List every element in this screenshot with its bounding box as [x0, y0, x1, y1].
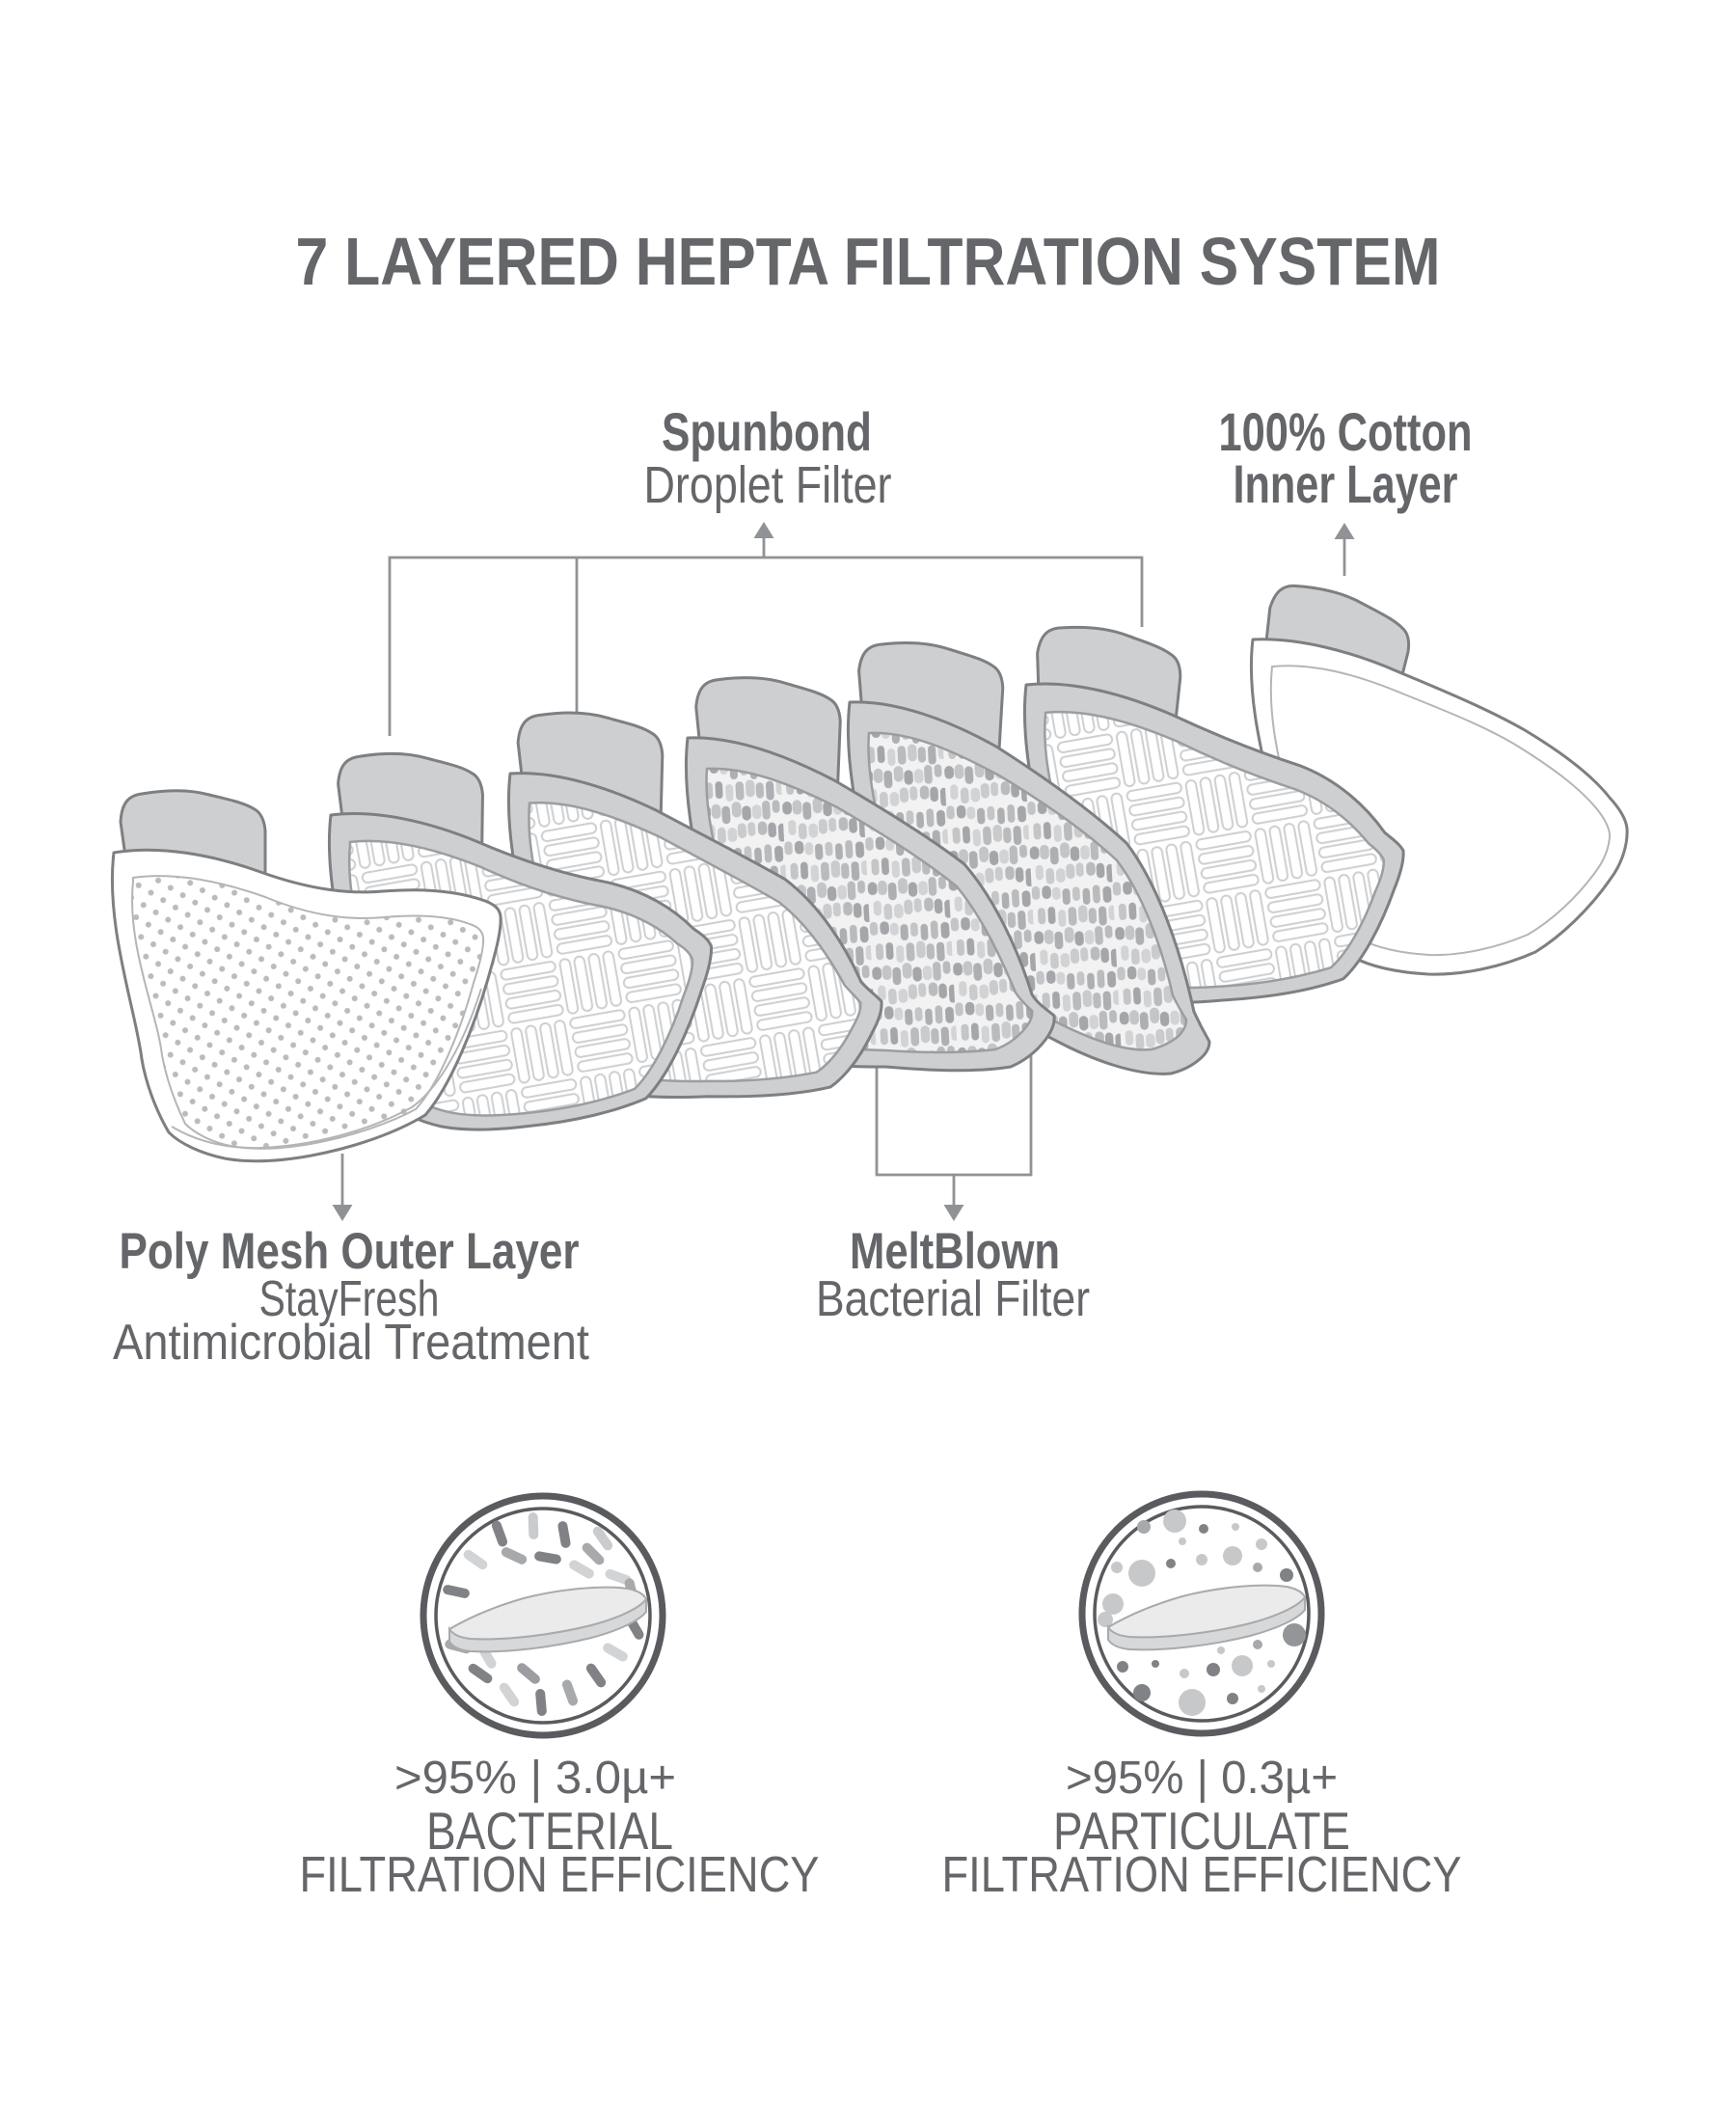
- svg-text:Droplet Filter: Droplet Filter: [644, 456, 892, 514]
- svg-text:Bacterial Filter: Bacterial Filter: [816, 1271, 1090, 1327]
- svg-text:BACTERIAL: BACTERIAL: [426, 1801, 673, 1861]
- svg-text:Poly Mesh Outer Layer: Poly Mesh Outer Layer: [120, 1223, 580, 1280]
- svg-text:Antimicrobial Treatment: Antimicrobial Treatment: [113, 1315, 589, 1371]
- svg-text:>95% | 3.0µ+: >95% | 3.0µ+: [394, 1753, 676, 1804]
- svg-text:MeltBlown: MeltBlown: [850, 1223, 1060, 1280]
- svg-text:FILTRATION EFFICIENCY: FILTRATION EFFICIENCY: [300, 1847, 820, 1903]
- svg-text:Spunbond: Spunbond: [662, 401, 872, 462]
- svg-text:>95% | 0.3µ+: >95% | 0.3µ+: [1066, 1753, 1338, 1804]
- svg-text:7 LAYERED HEPTA FILTRATION SYS: 7 LAYERED HEPTA FILTRATION SYSTEM: [296, 224, 1441, 299]
- svg-text:FILTRATION EFFICIENCY: FILTRATION EFFICIENCY: [942, 1847, 1462, 1903]
- svg-text:StayFresh: StayFresh: [259, 1271, 440, 1327]
- svg-text:100% Cotton: 100% Cotton: [1219, 401, 1473, 462]
- svg-text:PARTICULATE: PARTICULATE: [1053, 1801, 1350, 1861]
- svg-text:Inner Layer: Inner Layer: [1234, 453, 1458, 514]
